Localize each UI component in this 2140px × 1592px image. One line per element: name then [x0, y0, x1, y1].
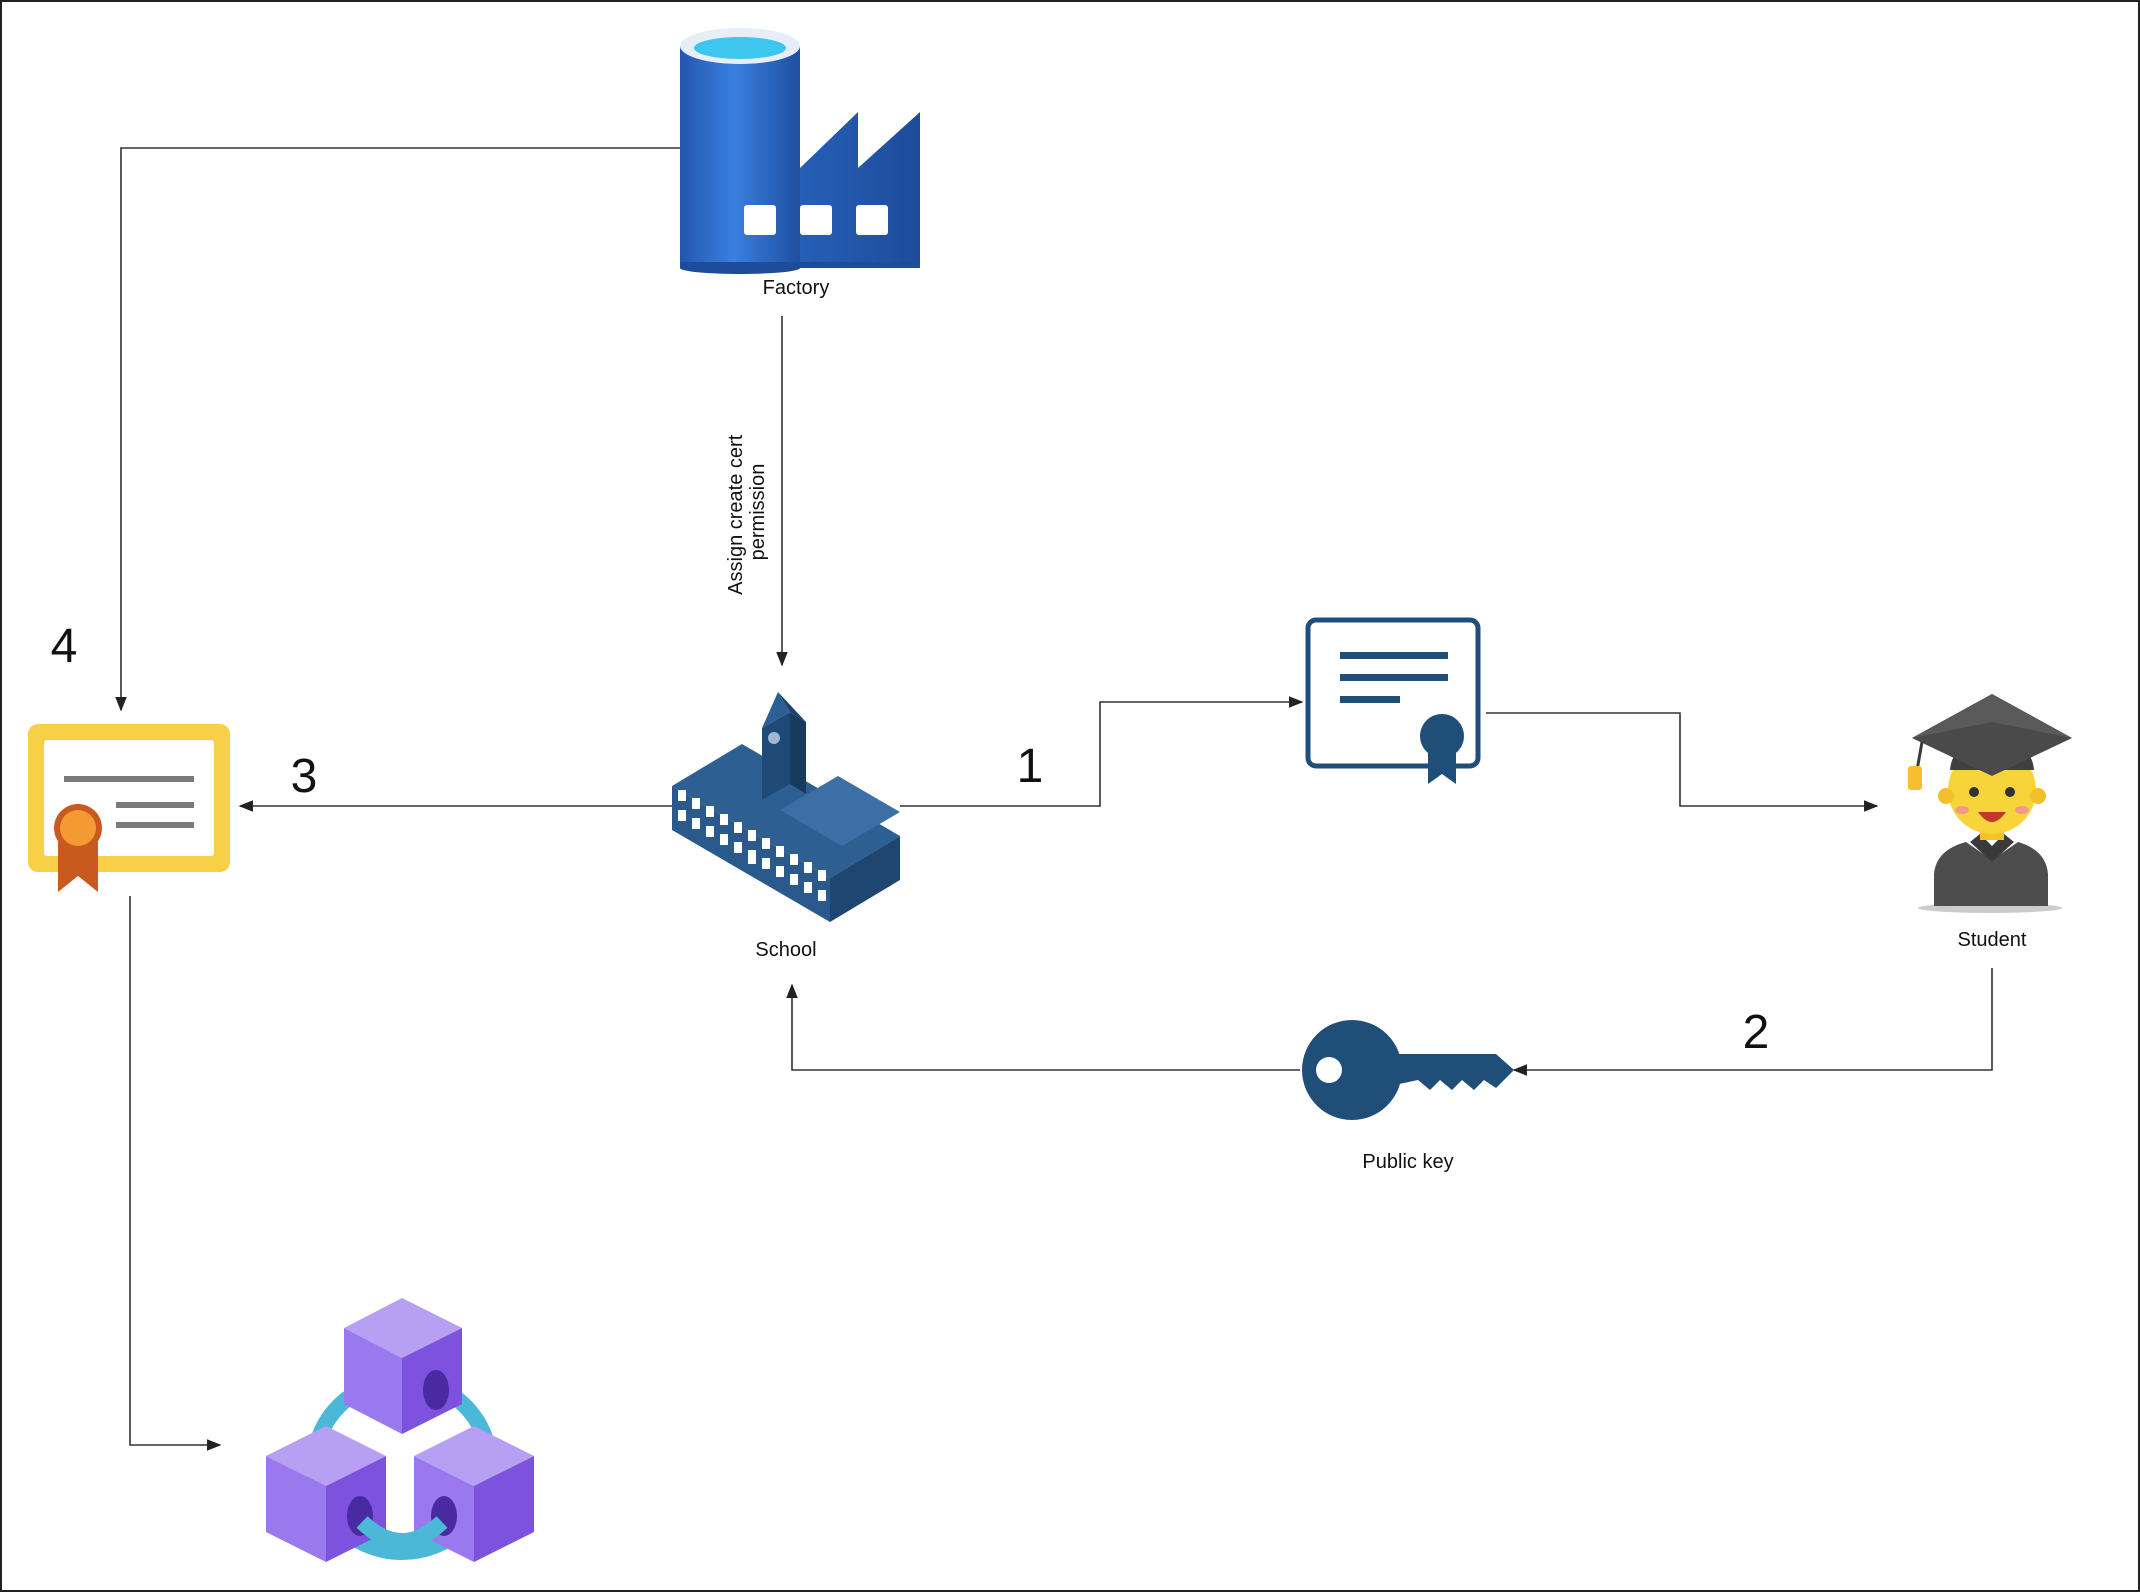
edge-student-to-key	[1512, 968, 1993, 1076]
certificate-award-icon	[28, 724, 230, 892]
factory-icon	[680, 28, 920, 274]
graduate-student-icon	[1908, 694, 2072, 913]
step-number-3: 3	[291, 750, 318, 803]
factory-label: Factory	[763, 277, 830, 299]
public-key-label: Public key	[1362, 1151, 1453, 1173]
student-node[interactable]: Student	[1908, 694, 2072, 951]
key-icon	[1302, 1020, 1514, 1120]
public-key-node[interactable]: Public key	[1302, 1020, 1514, 1173]
school-node[interactable]: School	[672, 692, 900, 961]
certificate-document-icon	[1305, 617, 1481, 784]
edge-gold-certificate-to-blockchain	[129, 896, 222, 1451]
blue-certificate-node[interactable]	[1305, 617, 1481, 784]
step-number-2: 2	[1743, 1006, 1770, 1059]
school-label: School	[755, 939, 816, 961]
edge-school-to-blue-certificate	[900, 696, 1304, 807]
edge-key-to-school	[786, 983, 1300, 1071]
edge-factory-to-gold-certificate	[115, 147, 680, 712]
school-building-icon	[672, 692, 900, 922]
student-label: Student	[1958, 929, 2027, 951]
edge-label-assign-permission: Assign create cert permission	[725, 429, 769, 595]
gold-certificate-node[interactable]	[28, 724, 230, 892]
edge-certificate-to-student	[1486, 712, 1879, 812]
step-number-4: 4	[51, 620, 78, 673]
blockchain-node[interactable]	[266, 1298, 534, 1562]
factory-node[interactable]: Factory	[680, 28, 920, 299]
edge-label-line-1: Assign create cert	[725, 434, 747, 595]
step-number-1: 1	[1017, 740, 1044, 793]
blockchain-cubes-icon	[266, 1298, 534, 1562]
edge-label-line-2: permission	[747, 464, 769, 561]
